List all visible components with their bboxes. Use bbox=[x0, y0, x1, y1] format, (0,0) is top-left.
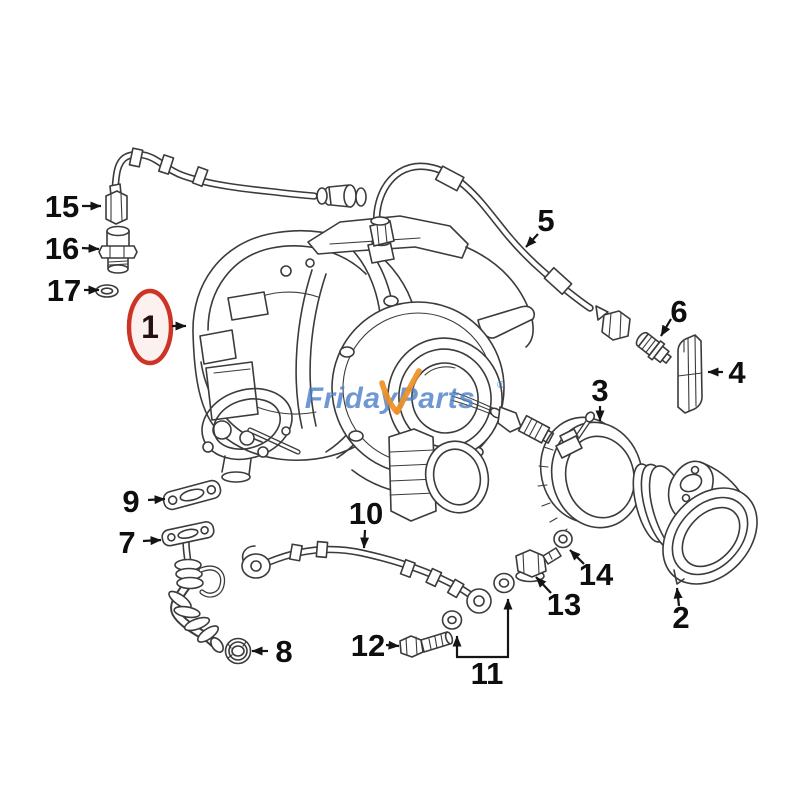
callout-12-label: 12 bbox=[351, 628, 385, 663]
callout-10-label: 10 bbox=[349, 496, 383, 531]
callout-1: 1 bbox=[126, 288, 187, 366]
oil-supply-hose-drawing bbox=[105, 147, 328, 225]
washers-drawing bbox=[441, 572, 515, 630]
plug-drawing bbox=[515, 547, 562, 583]
oil-fitting-drawing bbox=[98, 225, 138, 274]
bracket-drawing bbox=[677, 334, 703, 414]
callout-2-label: 2 bbox=[672, 600, 689, 635]
callout-11-label: 11 bbox=[471, 656, 504, 691]
drain-tube-drawing bbox=[161, 521, 226, 653]
callout-14-label: 14 bbox=[579, 557, 614, 592]
intake-adapter-drawing bbox=[632, 460, 758, 585]
callout-15-label: 15 bbox=[45, 189, 79, 224]
watermark: FridayParts ® bbox=[305, 368, 505, 415]
callout-9-label: 9 bbox=[122, 484, 139, 519]
o-ring-drawing bbox=[95, 284, 119, 298]
sealing-ring-drawing bbox=[553, 529, 573, 549]
callout-16-label: 16 bbox=[45, 231, 79, 266]
callout-4-label: 4 bbox=[728, 355, 746, 390]
nut-drawing bbox=[224, 637, 252, 665]
callout-13-label: 13 bbox=[547, 587, 581, 622]
upper-hose-drawing bbox=[369, 162, 631, 341]
callout-8-label: 8 bbox=[275, 634, 292, 669]
callout-labels: 15 16 17 5 6 4 3 2 9 7 8 10 12 11 13 14 bbox=[45, 189, 747, 691]
callout-5-label: 5 bbox=[537, 203, 554, 238]
callout-1-label: 1 bbox=[141, 309, 159, 345]
highlight-oval bbox=[126, 288, 174, 366]
bolt-drawing bbox=[399, 631, 454, 658]
small-fitting-drawing bbox=[635, 331, 672, 364]
watermark-registered-mark: ® bbox=[497, 380, 505, 391]
watermark-swoosh-icon bbox=[394, 368, 422, 415]
lower-hose-drawing bbox=[241, 540, 492, 614]
callout-17-label: 17 bbox=[47, 273, 81, 308]
gasket-drawing bbox=[162, 479, 222, 511]
turbocharger-drawing bbox=[192, 184, 555, 522]
clamp-drawing bbox=[537, 411, 644, 535]
callout-7-label: 7 bbox=[118, 525, 135, 560]
callout-3-label: 3 bbox=[591, 373, 608, 408]
callout-6-label: 6 bbox=[670, 294, 687, 329]
